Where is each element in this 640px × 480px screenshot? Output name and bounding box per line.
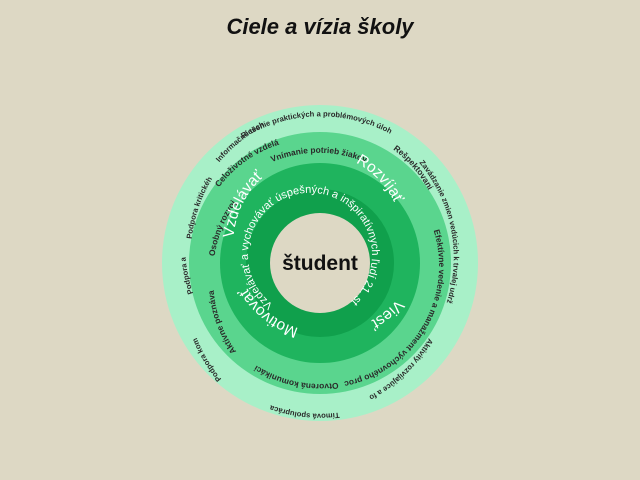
middle-label: Celoživotné vzdelávanie	[0, 0, 280, 189]
slide-title: Ciele a vízia školy	[226, 14, 414, 39]
center-label: študent	[282, 252, 358, 275]
center-circle	[270, 213, 370, 313]
